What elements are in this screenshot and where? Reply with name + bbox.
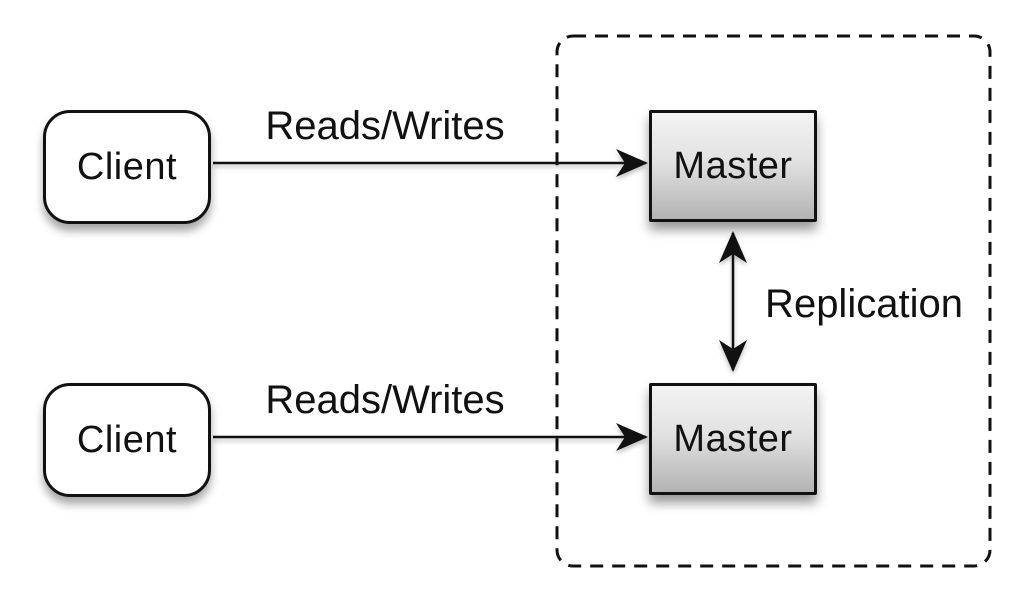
node-master-top-label: Master (673, 144, 793, 187)
node-master-top: Master (649, 110, 817, 222)
node-client-bottom-label: Client (76, 418, 178, 461)
edge-label-reads-writes-top: Reads/Writes (265, 104, 505, 148)
node-client-top-label: Client (76, 145, 178, 188)
node-client-top: Client (43, 110, 211, 224)
node-master-bottom: Master (649, 383, 817, 495)
node-master-bottom-label: Master (673, 417, 793, 460)
edge-label-reads-writes-bottom: Reads/Writes (265, 378, 505, 422)
node-client-bottom: Client (43, 383, 211, 497)
edge-label-replication: Replication (765, 282, 963, 326)
